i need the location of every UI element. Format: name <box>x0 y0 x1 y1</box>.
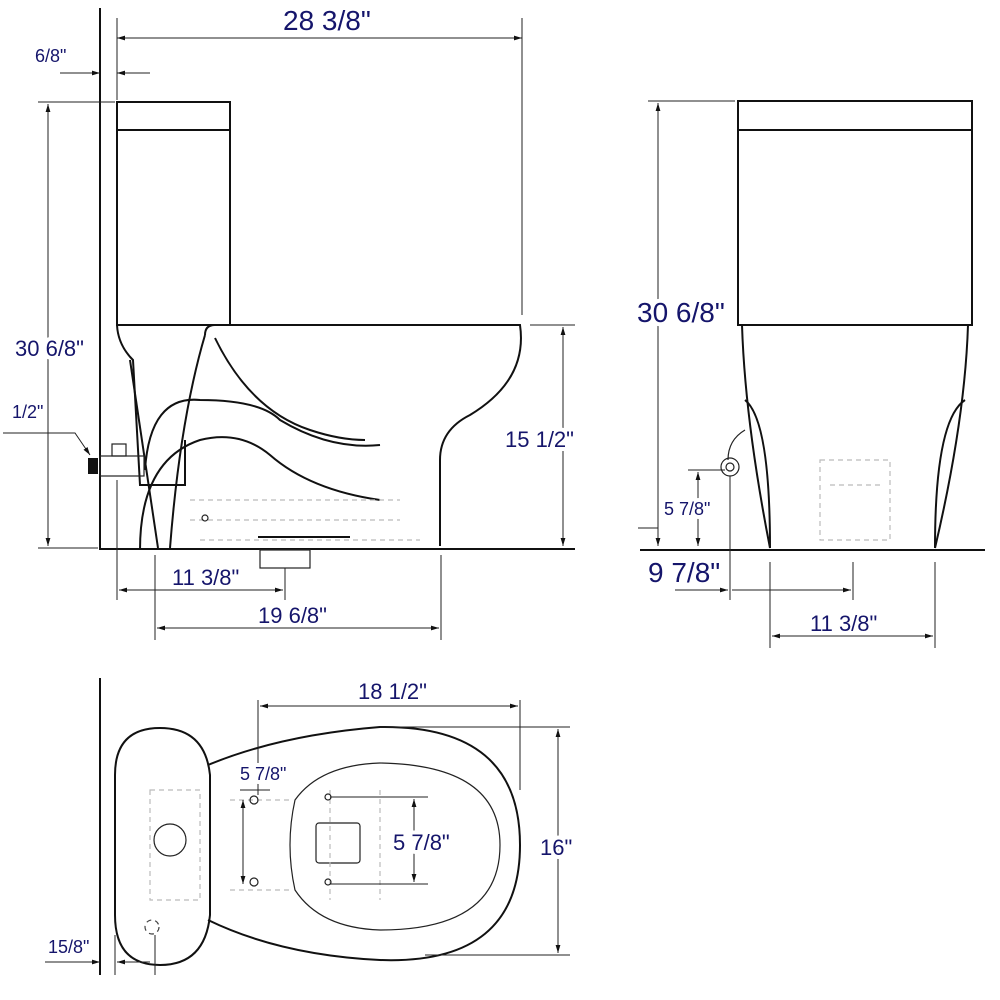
hidden-outlet-lines <box>190 499 420 541</box>
seat-bolt-hole <box>249 795 259 805</box>
trapway-lower <box>139 436 381 551</box>
hidden-lines <box>149 789 381 901</box>
tank <box>116 101 231 326</box>
supply-height-label: 5 7/8" <box>664 499 710 519</box>
wall-gap-label: 15/8" <box>48 937 89 957</box>
bowl-opening <box>289 762 501 931</box>
bolt-hole <box>201 514 209 522</box>
bowl-back-line <box>129 359 159 549</box>
tank-base <box>116 324 186 486</box>
tank-lid <box>737 100 973 131</box>
overall-width-label: 16" <box>540 835 572 860</box>
supply-valve-center <box>725 462 735 472</box>
tank-top <box>114 726 211 967</box>
bowl-outline <box>207 725 522 962</box>
rim-hole <box>324 878 332 886</box>
bowl-inner-curve <box>214 337 366 441</box>
bowl-front <box>169 334 206 549</box>
bowl-sides <box>741 324 969 549</box>
tank-front <box>737 129 973 326</box>
supply-valve-front <box>720 457 740 477</box>
drain-flange <box>259 549 311 569</box>
front-view: 30 6/8" 5 7/8" 9 7/8" 11 3/8" <box>633 100 985 648</box>
supply-hole <box>144 919 160 935</box>
seat-bolt-spacing-label: 5 7/8" <box>240 764 286 784</box>
overall-depth-label: 28 3/8" <box>283 5 371 36</box>
seat-height-label: 15 1/2" <box>505 427 574 452</box>
front-height-label: 30 6/8" <box>637 297 725 328</box>
overall-height-label: 30 6/8" <box>15 336 84 361</box>
supply-offset-label: 9 7/8" <box>648 557 720 588</box>
outlet-width-label: 5 7/8" <box>393 830 450 855</box>
valve-body <box>99 455 145 477</box>
bowl-length-label: 18 1/2" <box>358 679 427 704</box>
tank-flush-hole <box>153 823 187 857</box>
supply-size-label: 1/2" <box>12 402 43 422</box>
wall-offset-label: 6/8" <box>35 46 66 66</box>
supply-pipe <box>727 429 746 461</box>
base-width-label: 11 3/8" <box>810 611 877 636</box>
trapway-upper <box>144 398 381 471</box>
bowl-inner-sides <box>744 399 966 549</box>
outlet-square <box>315 822 361 864</box>
top-view: 18 1/2" 5 7/8" 5 7/8" 16" 15/8" <box>45 678 576 975</box>
valve-handle <box>111 443 127 457</box>
supply-valve <box>88 458 98 474</box>
hidden-side-view <box>819 459 891 541</box>
bowl-rim <box>204 324 522 546</box>
bowl-depth-label: 19 6/8" <box>258 603 327 628</box>
rough-in-label: 11 3/8" <box>172 565 239 590</box>
seat-bolt-hole <box>249 877 259 887</box>
side-view: 28 3/8" 6/8" 30 6/8" 1/2" 15 1/2" 11 3/8… <box>3 5 578 640</box>
